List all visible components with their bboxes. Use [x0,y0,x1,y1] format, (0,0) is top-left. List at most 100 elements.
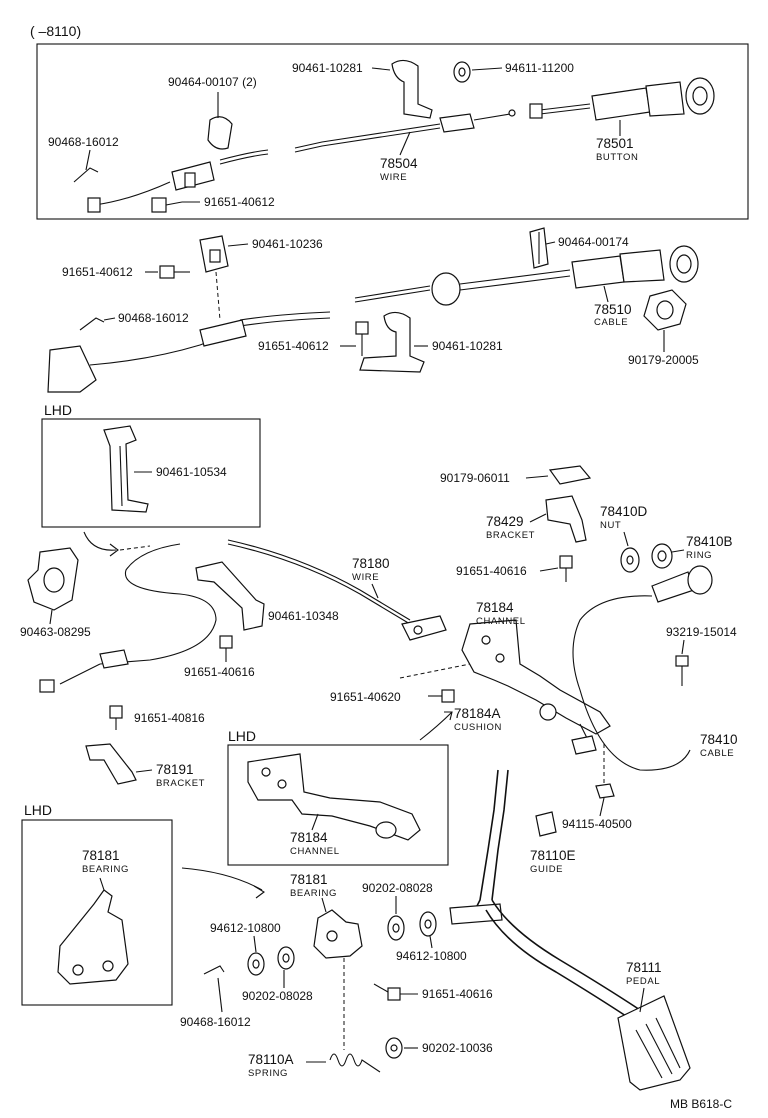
wire-78180 [227,539,411,621]
label-button-no: 78501 [596,136,634,151]
mid-wire-clamp [199,319,247,347]
guide-78110E [535,811,557,837]
label-lhd3-bearing-no: 78181 [82,848,120,863]
channel-78184-lhd [247,753,421,841]
clip-90461-10281-top [391,59,433,119]
nut-94115-40500 [595,783,615,799]
label-cable-78410-no: 78410 [700,732,738,747]
top-frame [36,43,749,220]
label-top-wire-name: WIRE [380,172,407,183]
label-cable-78410-name: CABLE [700,748,734,759]
label-bottom-p1: 90202-08028 [362,881,433,895]
bearing-78181-lhd [57,889,129,985]
top-wire-fitting [439,113,475,133]
bolt-91651-40816 [109,705,123,719]
label-lhd3-bearing-name: BEARING [82,864,129,875]
button-shaft [591,87,651,121]
wire-end-plate [401,615,447,641]
label-top-p5: 91651-40612 [204,195,275,209]
bearing-78181 [313,909,363,959]
label-cable-78510-no: 78510 [594,302,632,317]
label-guide-78110E-name: GUIDE [530,864,563,875]
bolt-91651-40616-c [387,987,401,1001]
label-mid-p3: 91651-40612 [62,265,133,279]
nut-90179-06011 [548,465,592,485]
cable-78410 [572,595,691,771]
cable-78510-body [571,255,625,289]
pin-90468-mid [79,317,105,331]
pedal-arm-upper [469,769,499,921]
label-low-p1: 90179-06011 [440,471,510,485]
pedal-arm [491,899,641,1011]
footer-code: MB B618-C [670,1097,732,1111]
label-mid-p5: 91651-40612 [258,339,329,353]
label-low-p8: 91651-40816 [134,711,205,725]
label-lhd2-channel-no: 78184 [290,830,328,845]
label-channel-78184-name: CHANNEL [476,616,526,627]
label-low-p5: 91651-40616 [184,665,255,679]
pedal-pad [617,995,691,1091]
label-nut-78410D-name: NUT [600,520,621,531]
clip-90464-00107 [207,116,233,150]
label-spring-78110A-name: SPRING [248,1068,288,1079]
label-channel-78184-no: 78184 [476,600,514,615]
cable-78410-knob [687,565,713,595]
label-bracket-78191-name: BRACKET [156,778,205,789]
lower-wire-loop [99,543,217,665]
header-range: ( –8110) [30,23,81,39]
bolt-91651-40616-a [219,635,233,649]
label-nut-78410D-no: 78410D [600,504,648,519]
label-bottom-p5: 91651-40616 [422,987,493,1001]
label-lhd1-p1: 90461-10534 [156,465,227,479]
lhd-box-2 [227,744,449,866]
label-low-p4: 90461-10348 [268,609,339,623]
label-spring-78110A-no: 78110A [248,1052,294,1067]
bolt-91651-40616-b [559,555,573,569]
label-cable-78510-name: CABLE [594,317,628,328]
lhd-box-3 [21,819,173,1006]
label-bracket-78429-no: 78429 [486,514,524,529]
label-top-p4: 90468-16012 [48,135,119,149]
label-bottom-p4: 90202-08028 [242,989,313,1003]
label-bearing-78181-no: 78181 [290,872,328,887]
label-mid-p6: 90461-10281 [432,339,503,353]
screw-93219-15014 [675,655,689,667]
cushion-78184A [539,703,557,721]
top-wire [294,123,441,149]
clip-90461-10281-mid [359,311,425,373]
label-low-p6: 93219-15014 [666,625,737,639]
bracket-90461-10348 [195,561,265,631]
label-bracket-78191-no: 78191 [156,762,194,777]
clip-90461-10534 [103,425,149,513]
label-low-p3: 90463-08295 [20,625,91,639]
bolt-91651-40620 [441,689,455,703]
label-bottom-p3: 94612-10800 [396,949,467,963]
label-guide-78110E-no: 78110E [530,848,576,863]
label-top-p3: 90464-00107 (2) [168,75,257,89]
bracket-78191 [85,743,137,785]
label-pedal-78111-name: PEDAL [626,976,660,987]
top-wire-end [87,197,101,213]
spring-78110A [329,1053,381,1073]
lhd-box-1 [41,418,261,528]
bolt-91651-40612-mid-a [159,265,175,279]
label-cushion-78184A-name: CUSHION [454,722,502,733]
pin-90468-top [73,167,99,183]
label-wire-78180-name: WIRE [352,572,379,583]
label-low-p2: 91651-40616 [456,564,527,578]
cable-78410-knob-body [651,571,695,603]
mid-grommet [431,272,461,306]
label-ring-78410B-no: 78410B [686,534,733,549]
label-mid-p4: 90468-16012 [118,311,189,325]
label-lhd-1: LHD [44,402,72,418]
lower-wire-end [39,679,55,693]
label-low-p9: 94115-40500 [562,817,632,831]
label-mid-p1: 90461-10236 [252,237,323,251]
label-top-p1: 90461-10281 [292,61,363,75]
pedal-pivot-shaft [449,903,503,925]
channel-78184 [461,619,611,735]
label-bracket-78429-name: BRACKET [486,530,535,541]
mid-wire-lower [89,329,241,366]
label-lhd-2: LHD [228,728,256,744]
